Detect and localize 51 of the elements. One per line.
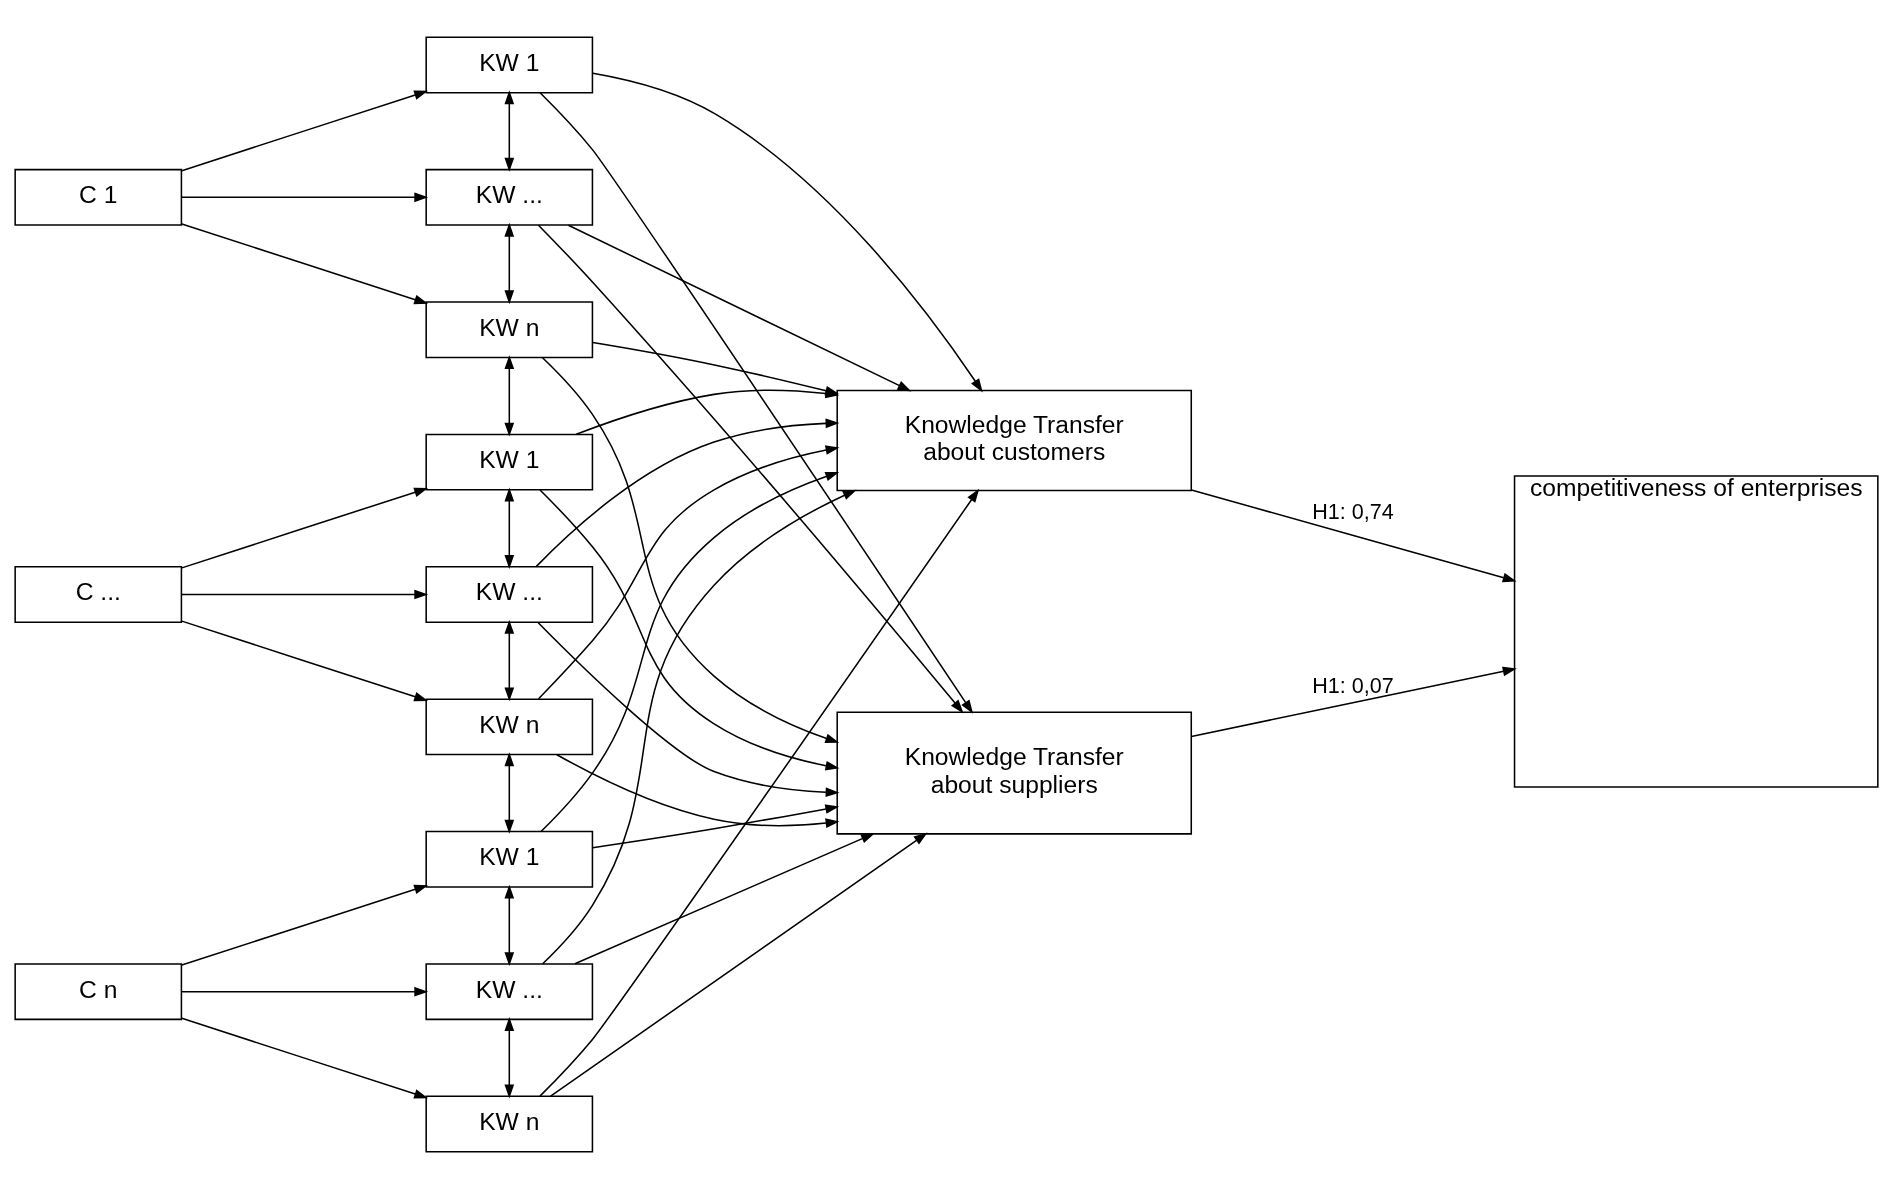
arrow: [503, 884, 514, 967]
arrow: [538, 92, 973, 714]
node-box: KW n: [424, 1095, 593, 1153]
arrow: [180, 487, 428, 569]
node-box: KW ...: [424, 168, 593, 226]
arrow: [549, 832, 928, 1097]
arrow: [537, 622, 839, 798]
arrow: [503, 487, 514, 569]
arrow: [180, 589, 428, 600]
arrow: [573, 833, 875, 965]
arrow: [503, 619, 514, 702]
node-box: C 1: [13, 168, 182, 226]
arrow: [503, 90, 514, 172]
node-box: KW n: [424, 301, 593, 359]
arrow: [503, 222, 514, 305]
arrow: [180, 620, 428, 702]
node-box: KW ...: [424, 963, 593, 1021]
arrow: [591, 72, 983, 393]
arrow: [538, 489, 839, 771]
arrow: [555, 753, 839, 828]
arrow: [535, 418, 839, 568]
arrow: [180, 192, 428, 203]
node-box: KW ...: [424, 566, 593, 623]
arrow: [541, 489, 857, 965]
node-box: Knowledge Transfer about customers: [835, 389, 1192, 492]
arrow: [539, 471, 839, 833]
arrow: [180, 884, 428, 966]
arrow: [591, 804, 839, 849]
node-box: KW 1: [424, 830, 593, 888]
arrow: [503, 752, 514, 834]
node-box: KW 1: [424, 36, 593, 94]
edge-label: H1: 0,07: [1311, 673, 1394, 699]
arrow: [503, 1017, 514, 1099]
edge-label: H1: 0,74: [1311, 499, 1394, 525]
arrow: [537, 445, 839, 700]
node-box: Knowledge Transfer about suppliers: [835, 711, 1192, 835]
arrow: [180, 223, 428, 305]
arrow: [180, 90, 428, 172]
node-box: KW n: [424, 698, 593, 756]
arrow: [180, 986, 428, 997]
arrow: [180, 1017, 428, 1099]
node-box: KW 1: [424, 433, 593, 491]
node-box: C ...: [13, 566, 182, 623]
node-box: competitiveness of enterprises: [1513, 475, 1879, 788]
arrow: [567, 224, 911, 392]
arrow: [503, 355, 514, 437]
arrow: [537, 224, 964, 714]
arrow: [1190, 666, 1517, 738]
arrow: [538, 488, 979, 1097]
arrow: [1190, 489, 1517, 583]
node-box: C n: [13, 963, 182, 1021]
